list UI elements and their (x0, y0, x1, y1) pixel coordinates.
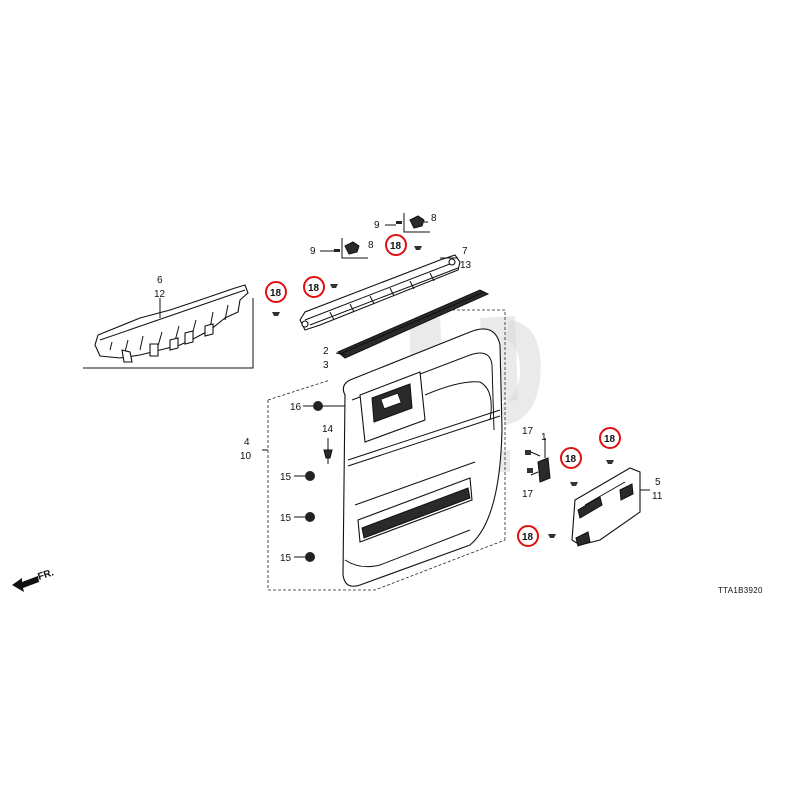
screw-18-f (548, 534, 556, 538)
highlight-18-e (599, 427, 621, 449)
label-10: 10 (240, 451, 252, 462)
screw-18-e (606, 460, 614, 464)
label-18-c: 18 (390, 241, 402, 252)
label-18-e: 18 (604, 434, 616, 445)
label-16: 16 (290, 402, 302, 413)
part-1-bracket (537, 457, 551, 483)
label-5: 5 (655, 477, 661, 488)
label-3: 3 (323, 360, 329, 371)
front-label: FR. (37, 567, 56, 583)
fastener-15-bottom (305, 552, 315, 562)
label-7: 7 (462, 246, 468, 257)
label-1: 1 (541, 432, 547, 443)
label-14: 14 (322, 424, 334, 435)
group-frame-6 (83, 298, 254, 369)
clip-9-lower (334, 249, 340, 252)
label-8-lower: 8 (368, 240, 374, 251)
part-weatherstrip (337, 289, 490, 359)
label-2: 2 (323, 346, 329, 357)
label-18-b: 18 (308, 283, 320, 294)
fastener-15-top (305, 471, 315, 481)
highlight-18-b (303, 276, 325, 298)
leader-2 (335, 352, 347, 356)
label-17-top: 17 (522, 426, 534, 437)
screw-18-a (272, 312, 280, 316)
part-door-lining (342, 328, 503, 587)
highlight-18-f (517, 525, 539, 547)
clip-8-lower (344, 241, 360, 255)
label-15-top: 15 (280, 472, 292, 483)
label-17-bottom: 17 (522, 489, 534, 500)
label-12: 12 (154, 289, 166, 300)
front-direction-arrow: FR. (12, 567, 55, 592)
part-frame-bracket (94, 284, 249, 363)
label-13: 13 (460, 260, 472, 271)
clip-8-upper (409, 215, 428, 229)
label-11: 11 (652, 491, 663, 502)
clip-9-upper (396, 221, 402, 224)
group-frame-4 (267, 379, 506, 591)
part-switch-panel (571, 467, 641, 547)
part-upper-trim-rail (299, 254, 461, 331)
label-15-bottom: 15 (280, 553, 292, 564)
fastener-17-top (525, 450, 531, 455)
leader-17-bottom (530, 471, 539, 476)
label-15-mid: 15 (280, 513, 292, 524)
label-4: 4 (244, 437, 250, 448)
screw-18-b (330, 284, 338, 288)
label-18-a: 18 (270, 288, 282, 299)
highlight-18-d (560, 447, 582, 469)
label-9-upper: 9 (374, 220, 380, 231)
label-6: 6 (157, 275, 163, 286)
label-18-f: 18 (522, 532, 534, 543)
label-9-lower: 9 (310, 246, 316, 257)
screw-18-d (570, 482, 578, 486)
highlight-18-a (265, 281, 287, 303)
highlight-18-c (385, 234, 407, 256)
leader-17-top (530, 451, 541, 457)
screw-18-c (414, 246, 422, 250)
fastener-16 (313, 401, 345, 411)
fastener-15-mid (305, 512, 315, 522)
fastener-17-bottom (527, 468, 533, 473)
group-frame-4b (440, 309, 506, 540)
fastener-14 (323, 449, 333, 464)
label-8-upper: 8 (431, 213, 437, 224)
label-18-d: 18 (565, 454, 577, 465)
group-frame-8-lower (341, 238, 368, 259)
diagram-code: TTA1B3920 (718, 586, 763, 595)
group-frame-8-upper (403, 213, 430, 233)
